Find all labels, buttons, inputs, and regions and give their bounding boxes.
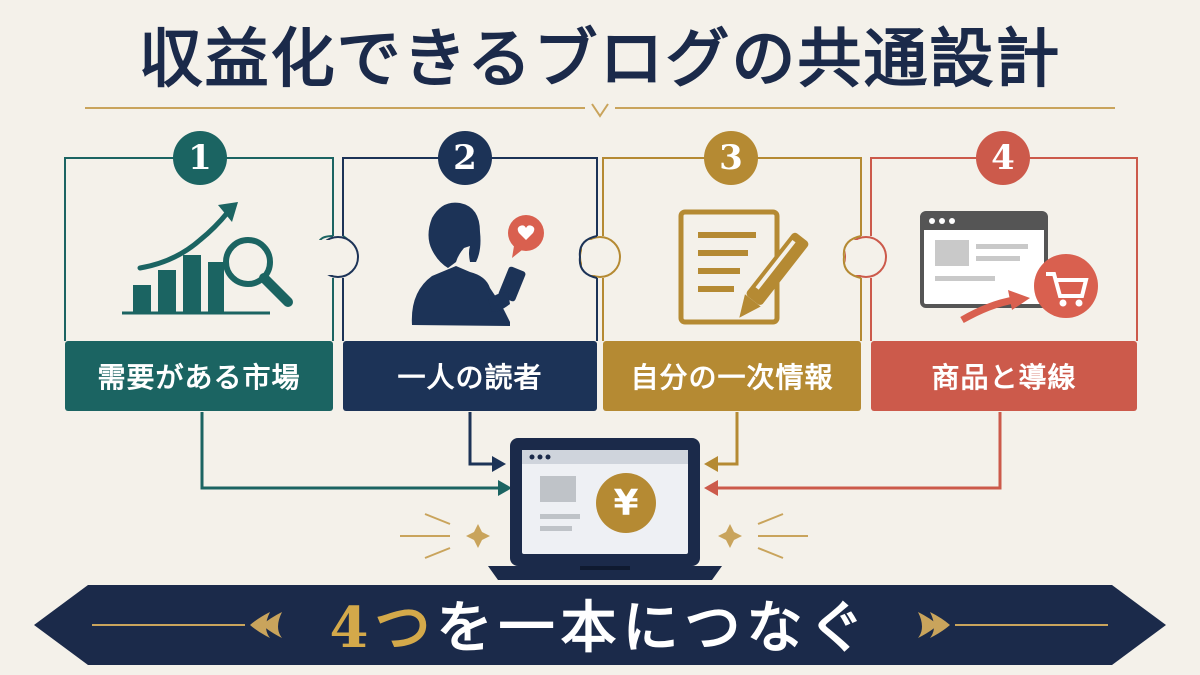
flow-arrow-3 <box>704 412 739 472</box>
step-label-1: 需要がある市場 <box>97 361 301 394</box>
puzzle-connector-2-3 <box>578 235 621 279</box>
panel-3-frame <box>602 157 862 341</box>
bottom-banner <box>34 585 1166 665</box>
step-label-4: 商品と導線 <box>931 361 1077 394</box>
step-number-3: 3 <box>704 131 758 185</box>
sparkle-right <box>718 513 808 559</box>
step-number-2: 2 <box>438 131 492 185</box>
step-label-2: 一人の読者 <box>397 361 543 394</box>
title-divider <box>85 103 1115 118</box>
flow-arrow-4 <box>704 412 1002 496</box>
panel-4-frame <box>870 157 1138 341</box>
banner-ornament-left <box>250 612 282 638</box>
puzzle-connector-1-2 <box>316 235 359 278</box>
browser-cart-icon <box>920 211 1098 324</box>
yen-symbol: ¥ <box>613 482 639 524</box>
step-number-4: 4 <box>976 131 1030 185</box>
sparkle-left <box>400 513 490 559</box>
panel-2-label-bar <box>343 341 597 411</box>
panel-2-frame <box>342 157 598 341</box>
step-number-1: 1 <box>173 131 227 185</box>
document-pen-icon <box>678 209 809 325</box>
flow-arrow-1 <box>200 412 512 496</box>
woman-with-phone-icon <box>411 202 544 326</box>
banner-rest: を一本につなぐ <box>436 595 871 661</box>
panel-1-frame <box>64 157 334 341</box>
panel-4-label-bar <box>871 341 1137 411</box>
banner-highlight: 4つ <box>329 595 437 661</box>
banner-shape <box>34 585 1166 665</box>
flow-arrow-2 <box>468 412 506 472</box>
page-title: 収益化できるブログの共通設計 <box>138 22 1062 97</box>
puzzle-connector-3-4 <box>842 235 887 279</box>
panel-1-label-bar <box>65 341 333 411</box>
banner-ornament-right <box>918 612 950 638</box>
laptop-yen-icon <box>488 438 722 580</box>
panel-3-label-bar <box>603 341 861 411</box>
growth-chart-magnifier-icon <box>122 202 293 315</box>
step-label-3: 自分の一次情報 <box>630 361 834 394</box>
banner-text: 4つを一本につなぐ <box>0 590 1200 666</box>
